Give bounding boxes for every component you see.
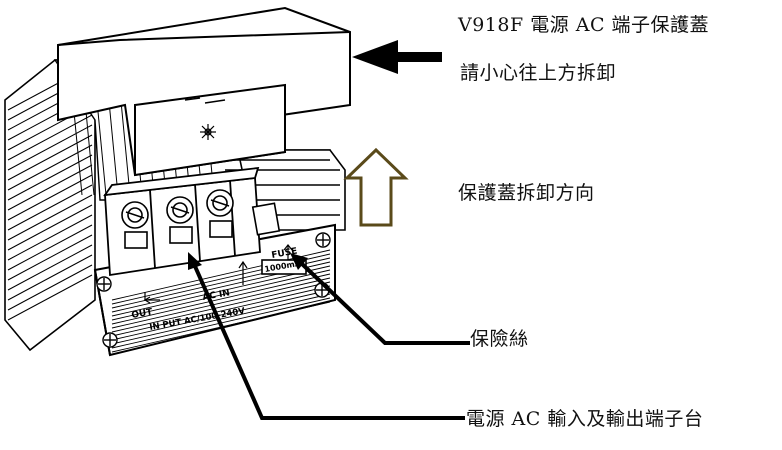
up-arrow-icon <box>343 147 409 227</box>
fin-line <box>7 164 93 211</box>
heatsink-fins <box>7 64 93 321</box>
fin-line <box>7 114 93 161</box>
sun-symbol <box>200 124 216 140</box>
cover-label-stripes <box>184 97 226 104</box>
fin-line <box>7 134 93 181</box>
terminal-label: 電源 AC 輸入及輸出端子台 <box>466 408 704 430</box>
fin-line <box>7 204 93 251</box>
callout-arrowheads <box>188 252 308 270</box>
fuse-holder <box>251 202 307 275</box>
fin-line <box>111 273 331 325</box>
fin-line <box>111 285 331 337</box>
fin-line <box>111 293 331 345</box>
left-arrow-icon <box>352 40 442 74</box>
fin-line <box>111 269 331 321</box>
fin-line <box>111 289 331 341</box>
fin-line <box>7 184 93 231</box>
fin-line <box>7 264 93 311</box>
fin-line <box>111 277 331 329</box>
fuse-label: 保險絲 <box>470 328 529 350</box>
fin-line <box>7 124 93 171</box>
fuse-text: FUSE <box>271 247 298 261</box>
fin-line <box>7 234 93 281</box>
terminal-screws <box>121 189 234 249</box>
fin-line <box>7 244 93 291</box>
callout-lines <box>192 260 470 420</box>
out-text: OUT <box>131 307 154 321</box>
cover-note-label: 請小心往上方拆卸 <box>460 62 617 84</box>
fin-line <box>7 224 93 271</box>
fin-line <box>7 254 93 301</box>
fin-line <box>111 281 331 333</box>
cover-title-label: V918F 電源 AC 端子保護蓋 <box>458 14 710 36</box>
panel-screws <box>96 232 331 348</box>
fin-line <box>7 194 93 241</box>
fin-line <box>7 154 93 201</box>
fin-line <box>7 174 93 221</box>
panel-arrows <box>143 244 293 304</box>
direction-label: 保護蓋拆卸方向 <box>458 182 595 204</box>
fin-line <box>7 214 93 261</box>
fin-line <box>7 274 93 321</box>
